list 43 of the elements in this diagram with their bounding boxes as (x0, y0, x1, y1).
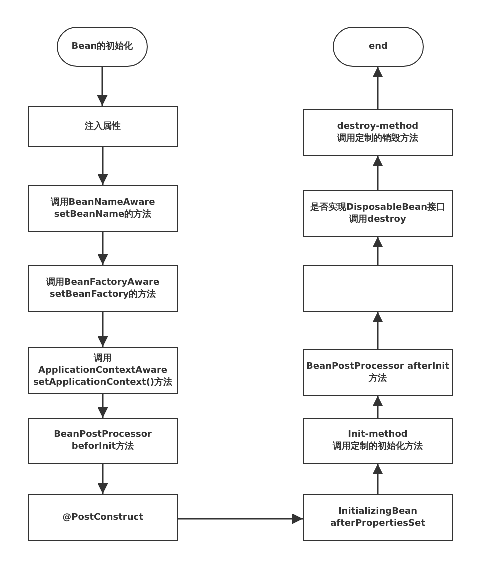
box-text: BeanPostProcessor beforInit方法 (53, 429, 153, 453)
arrow (98, 312, 108, 347)
box-text: end (369, 41, 388, 53)
arrow (372, 156, 384, 190)
arrow (372, 312, 384, 349)
arrow (98, 464, 108, 494)
box-text: Init-method (348, 429, 408, 441)
process-box (28, 185, 178, 232)
terminal-box (57, 27, 148, 67)
box-text: 调用destroy (350, 214, 406, 226)
box-text: 调用定制的初始化方法 (333, 441, 423, 453)
process-box (303, 109, 453, 156)
box-text: 调用定制的销毁方法 (338, 132, 418, 144)
box-text: 是否实现DisposableBean接口 (310, 202, 446, 214)
process-box (28, 494, 178, 541)
box-text: 调用BeanFactoryAware setBeanFactory的方法 (45, 276, 161, 300)
arrow (98, 232, 108, 265)
arrow (98, 147, 108, 185)
box-text: BeanPostProcessor afterInit方法 (306, 360, 450, 384)
arrow (178, 514, 303, 524)
box-text: Bean的初始化 (72, 41, 134, 53)
process-box (28, 265, 178, 312)
arrow (372, 237, 384, 265)
process-box (303, 265, 453, 312)
process-box (28, 418, 178, 464)
box-text: 调用 ApplicationContextAware setApplicationContext()方法 (32, 352, 174, 388)
process-box (303, 418, 453, 464)
arrow (372, 464, 384, 494)
process-box (303, 494, 453, 541)
box-text: destroy-method (337, 120, 419, 132)
box-text: 调用BeanNameAware setBeanName的方法 (50, 196, 156, 220)
box-text: 注入属性 (85, 120, 121, 132)
process-box (303, 190, 453, 237)
arrow (372, 67, 384, 109)
process-box (28, 347, 178, 394)
box-text: InitializingBean afterPropertiesSet (330, 506, 426, 530)
box-text: @PostConstruct (62, 512, 144, 524)
arrow (372, 396, 384, 418)
terminal-box (333, 27, 424, 67)
process-box (28, 106, 178, 147)
process-box (303, 349, 453, 396)
arrow (98, 394, 108, 418)
arrow (97, 67, 108, 106)
